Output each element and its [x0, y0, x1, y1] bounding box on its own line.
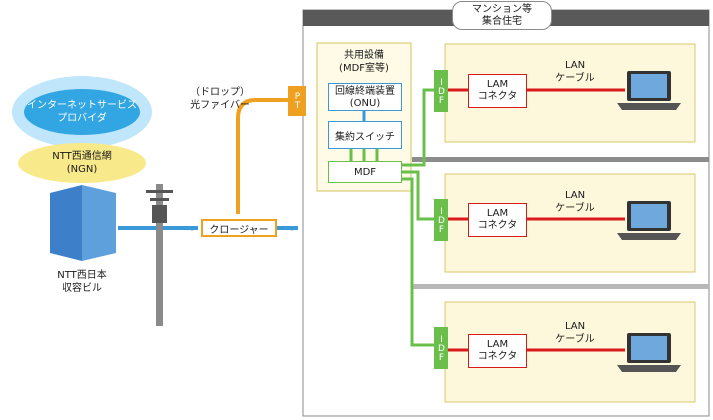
- mansion-label-pill: マンション等 集合住宅: [452, 1, 552, 30]
- onu-label-line1: 回線終端装置: [335, 86, 395, 97]
- connector-label-line1: LAM: [486, 79, 509, 90]
- floor-separator: [412, 284, 709, 289]
- lam-connector-box: LAM コネクタ: [468, 203, 527, 237]
- mdf-box: MDF: [328, 161, 402, 183]
- lam-connector-box: LAM コネクタ: [468, 74, 527, 108]
- connector-label-line2: コネクタ: [477, 220, 518, 231]
- mansion-label-line2: 集合住宅: [482, 16, 522, 27]
- building-label-line2: 収容ビル: [62, 283, 102, 294]
- laptop-icon: [617, 201, 681, 240]
- pt-box: PT: [288, 86, 306, 116]
- idf-box: IDF: [434, 327, 448, 369]
- svg-text:≈: ≈: [186, 222, 195, 235]
- svg-text:≈: ≈: [286, 222, 295, 235]
- ngn-cloud: [18, 143, 146, 183]
- shared-title-line2: (MDF室等): [339, 63, 389, 74]
- aggregation-switch-box: 集約スイッチ: [328, 121, 402, 149]
- ntt-building: [50, 185, 116, 261]
- onu-label-line2: (ONU): [349, 98, 381, 109]
- internet-label: インターネット: [43, 66, 121, 79]
- connector-label-line2: コネクタ: [477, 351, 518, 362]
- shared-title-line1: 共用設備: [344, 50, 384, 61]
- lan-cable-label-line1: LAN: [564, 190, 586, 201]
- ngn-label-line1: NTT西通信網: [52, 151, 112, 162]
- lan-cable-label-line2: ケーブル: [555, 73, 595, 84]
- building-label-line1: NTT西日本: [57, 270, 107, 281]
- lan-cable-label-line1: LAN: [564, 60, 586, 71]
- connector-label-line1: LAM: [486, 208, 509, 219]
- floor-separator: [412, 157, 709, 162]
- lan-cable-label-line2: ケーブル: [555, 334, 595, 345]
- lam-connector-box: LAM コネクタ: [468, 334, 527, 368]
- provider-label-line1: インターネットサービス: [27, 100, 137, 111]
- idf-box: IDF: [434, 199, 448, 241]
- connector-label-line1: LAM: [486, 339, 509, 350]
- drop-fiber-label-line1: （ドロップ）: [190, 87, 250, 98]
- ngn-label-line2: (NGN): [66, 164, 98, 175]
- connector-label-line2: コネクタ: [477, 91, 518, 102]
- lan-cable-label-line2: ケーブル: [555, 203, 595, 214]
- lan-cable-label-line1: LAN: [564, 321, 586, 332]
- laptop-icon: [617, 333, 681, 372]
- closure-box: クロージャー: [201, 219, 277, 237]
- onu-box: 回線終端装置 (ONU): [328, 83, 402, 111]
- provider-label-line2: プロバイダ: [57, 113, 107, 124]
- drop-fiber-line: [236, 98, 288, 214]
- idf-box: IDF: [434, 70, 448, 112]
- utility-pole: [156, 184, 163, 326]
- drop-fiber-label-line2: 光ファイバー: [190, 100, 250, 111]
- mansion-label-line1: マンション等: [472, 4, 532, 15]
- laptop-icon: [617, 71, 681, 110]
